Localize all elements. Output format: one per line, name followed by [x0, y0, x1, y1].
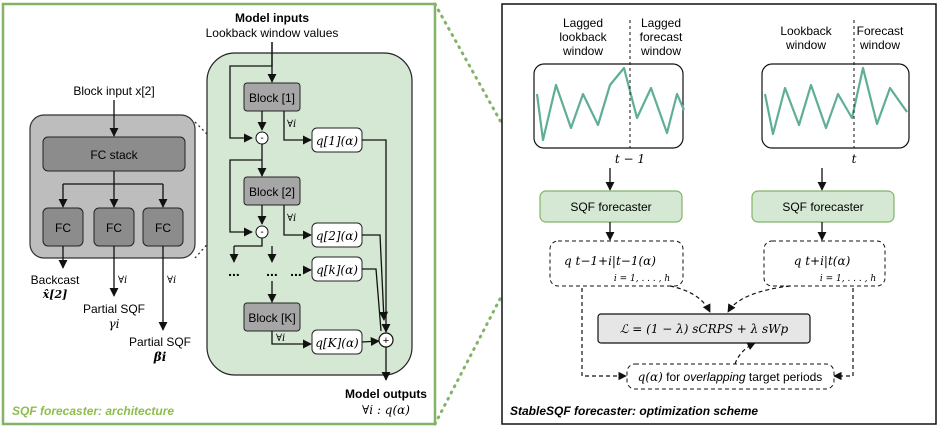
block-k-forecast-arrow — [271, 331, 312, 349]
quantile-output-K-label: q[K](α) — [315, 336, 359, 350]
ellipsis-2: ... — [266, 263, 278, 279]
svg-text:forecast: forecast — [640, 30, 683, 44]
block-1 — [243, 82, 301, 112]
block-2 — [243, 176, 301, 206]
sum-node-symbol: + — [383, 335, 389, 347]
left-lookback-label: Lagged lookback window — [559, 16, 607, 58]
svg-text:Lagged: Lagged — [641, 16, 681, 30]
subtract-node-1-symbol: - — [260, 133, 263, 144]
overlap-prefix: q(α) — [638, 370, 663, 384]
block-1-label: Block [1] — [249, 91, 295, 105]
partial-sqf-2-label: Partial SQF — [129, 335, 191, 349]
right-time-label: t — [852, 152, 857, 166]
residual-continue — [234, 238, 263, 247]
partial-sqf-1-symbol: γi — [108, 317, 119, 331]
forall-label-fc3: ∀i — [167, 275, 176, 286]
model-outputs-formula: ∀i : q(α) — [362, 403, 410, 417]
svg-text:Lagged: Lagged — [563, 16, 603, 30]
left-to-loss-arrow — [669, 285, 711, 313]
left-time-label: t − 1 — [615, 152, 645, 166]
sum-line-k — [362, 268, 382, 332]
quantile-output-k-label: q[k](α) — [316, 263, 358, 277]
left-quantile-output-range: i = 1, . . . , h — [614, 274, 670, 284]
residual-skip-2 — [229, 159, 262, 237]
sum-line-2 — [362, 234, 389, 321]
block-input-label: Block input x[2] — [73, 84, 154, 98]
left-quantile-output-label: q t−1+i|t−1(α) — [564, 254, 656, 268]
forall-block-2: ∀i — [287, 213, 296, 224]
ellipsis-3: ... — [290, 263, 302, 279]
left-quantile-output — [549, 240, 684, 287]
subtract-node-2-symbol: - — [260, 227, 263, 238]
svg-text:Lookback: Lookback — [780, 24, 832, 38]
right-sqf-forecaster — [751, 190, 895, 223]
fc-label-2: FC — [106, 221, 122, 235]
model-inputs-title: Model inputs — [235, 11, 309, 25]
left-sqf-forecaster — [539, 190, 683, 223]
model-outputs-title: Model outputs — [345, 387, 427, 401]
overlap-to-loss-arrow — [734, 342, 756, 365]
right-sqf-forecaster-label: SQF forecaster — [782, 200, 863, 214]
right-forecast-label: Forecast window — [857, 24, 904, 52]
svg-text:window: window — [859, 38, 900, 52]
forall-block-k: ∀i — [276, 333, 285, 344]
svg-text:window: window — [640, 44, 681, 58]
partial-sqf-1-label: Partial SQF — [83, 302, 145, 316]
overlap-italic: overlapping — [684, 370, 746, 384]
fc-branch-lines — [63, 171, 163, 185]
left-forecast-label: Lagged forecast window — [640, 16, 683, 58]
block-k-label: Block [K] — [248, 311, 295, 325]
right-quantile-output — [763, 240, 886, 287]
svg-text:window: window — [562, 44, 603, 58]
architecture-caption: SQF forecaster: architecture — [12, 404, 174, 418]
left-sqf-forecaster-label: SQF forecaster — [570, 200, 651, 214]
backcast-label: Backcast — [31, 273, 80, 287]
loss-function-formula: ℒ = (1 − λ) sCRPS + λ sWp — [620, 322, 789, 336]
overlap-middle: for — [666, 370, 680, 384]
fc-label-3: FC — [155, 221, 171, 235]
svg-text:Forecast: Forecast — [857, 24, 904, 38]
block-1-forecast-arrow — [283, 111, 312, 145]
overlap-box — [626, 363, 835, 390]
svg-text:lookback: lookback — [559, 30, 607, 44]
left-series-chart — [533, 63, 684, 149]
right-series-line — [763, 66, 908, 136]
fc-label-1: FC — [55, 221, 71, 235]
overlap-text: q(α) for overlapping target periods — [638, 370, 823, 384]
block-2-label: Block [2] — [249, 185, 295, 199]
sum-line-1 — [362, 139, 391, 333]
right-to-loss-arrow — [727, 285, 791, 313]
left-series-line — [535, 66, 686, 142]
right-quantile-output-range: i = 1, . . . , h — [820, 274, 876, 284]
sum-line-K — [361, 336, 380, 347]
optimization-caption: StableSQF forecaster: optimization schem… — [510, 404, 758, 418]
right-to-overlap-arrow — [833, 288, 854, 381]
forall-block-1: ∀i — [287, 119, 296, 130]
right-series-chart — [761, 63, 910, 149]
right-quantile-output-label: q t+i|t(α) — [794, 254, 851, 268]
loss-function-box — [597, 313, 811, 344]
fc-stack-label: FC stack — [90, 148, 138, 162]
block-2-forecast-arrow — [283, 205, 312, 240]
forall-label-fc2: ∀i — [118, 275, 127, 286]
overlap-suffix: target periods — [749, 370, 822, 384]
quantile-output-2-label: q[2](α) — [316, 229, 358, 243]
right-lookback-label: Lookback window — [780, 24, 832, 52]
left-to-overlap-arrow — [581, 288, 627, 381]
partial-sqf-2-symbol: βi — [153, 350, 167, 364]
svg-text:window: window — [785, 38, 826, 52]
model-inputs-subtitle: Lookback window values — [206, 26, 339, 40]
zoom-connector-top — [433, 2, 542, 194]
backcast-symbol: x̂[2] — [42, 288, 68, 301]
ellipsis-1: ... — [228, 263, 240, 279]
quantile-output-1-label: q[1](α) — [316, 134, 358, 148]
